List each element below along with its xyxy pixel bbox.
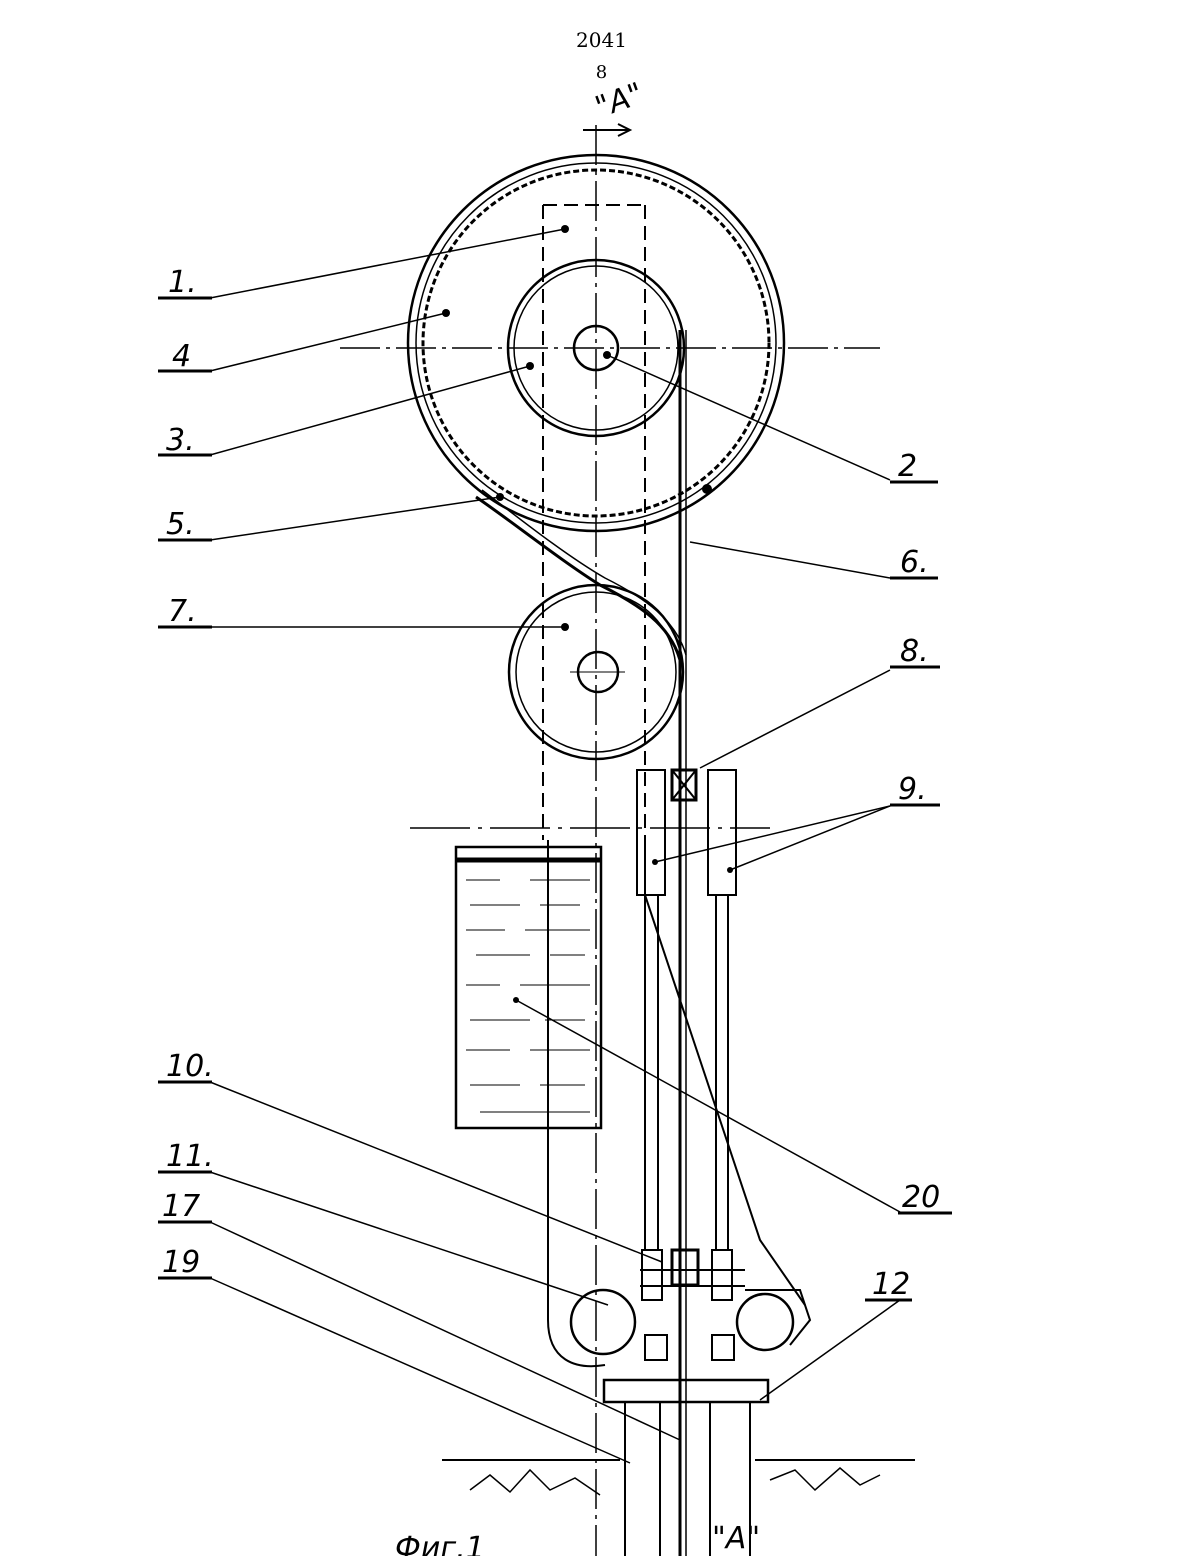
figure-caption: Фиг.1: [395, 1531, 485, 1556]
callout-12: 12: [872, 1267, 910, 1302]
callout-8: 8.: [900, 634, 929, 669]
callout-3: 3.: [166, 423, 195, 458]
wheel-right: [737, 1294, 793, 1350]
callout-1: 1.: [168, 265, 197, 300]
callout-19: 19: [162, 1245, 200, 1280]
cylinder-left: [637, 770, 665, 895]
label-underlines: [158, 298, 952, 1300]
section-mark-top: "A": [591, 76, 648, 125]
callout-20: 20: [902, 1180, 940, 1215]
callout-11: 11.: [166, 1139, 214, 1174]
callout-10: 10.: [166, 1049, 214, 1084]
callout-5: 5.: [166, 507, 195, 542]
callout-6: 6.: [900, 545, 929, 580]
callout-7: 7.: [168, 594, 197, 629]
tank-water-hatching: [466, 880, 590, 1112]
callout-17: 17: [162, 1189, 200, 1224]
lower-clamp: [672, 1250, 698, 1285]
wheel-left: [571, 1290, 635, 1354]
callout-2: 2: [898, 449, 917, 484]
callout-9: 9.: [898, 772, 927, 807]
section-mark-bottom: "A": [712, 1521, 760, 1556]
cylinder-right: [708, 770, 736, 895]
water-tank: [456, 847, 601, 1128]
callout-4: 4: [172, 339, 191, 374]
